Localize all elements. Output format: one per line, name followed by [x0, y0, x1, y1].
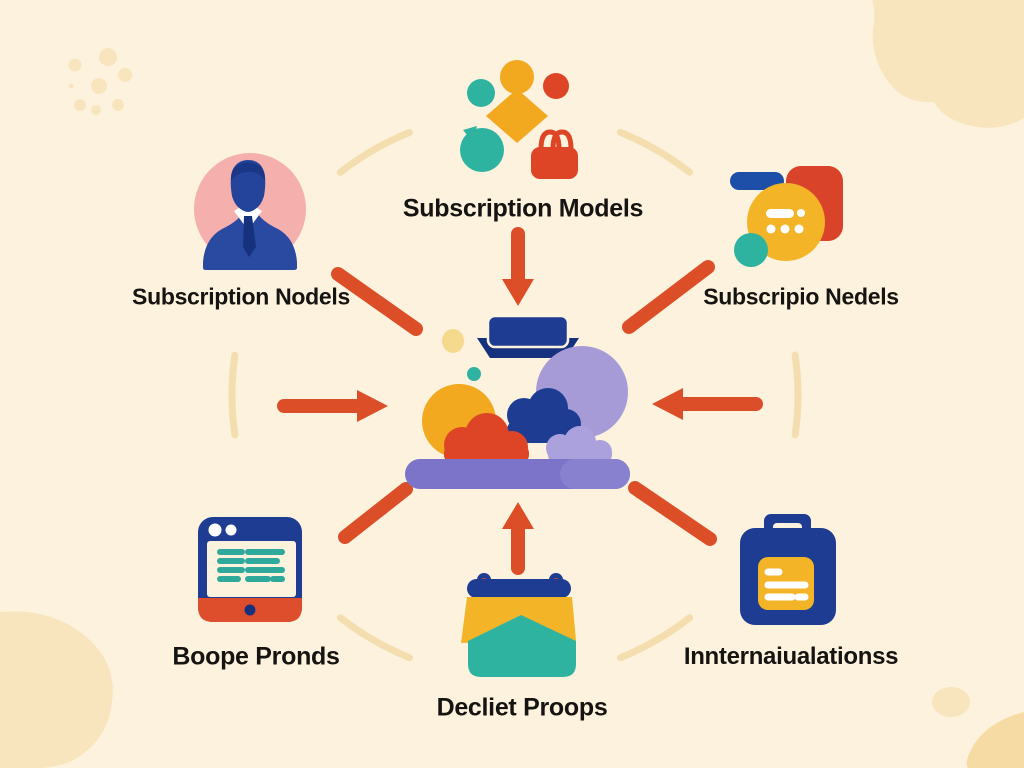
- red-circle-small: [543, 73, 569, 99]
- arrow-bottom-up: [502, 502, 534, 575]
- red-cloud: [444, 413, 529, 463]
- corner-blob-top-right: [872, 0, 1024, 128]
- connector-arrows: [277, 227, 763, 575]
- storage-container-icon: [740, 514, 836, 625]
- speech-bubble: [460, 126, 504, 172]
- blue-pill: [730, 172, 784, 190]
- monitor-shape: [486, 314, 570, 349]
- cloud-base-highlight: [560, 459, 630, 489]
- browser-window-icon: [198, 517, 302, 622]
- screen-text-lines: [217, 549, 285, 582]
- teal-dot: [467, 367, 481, 381]
- node-label-bottom-center: Decliet Proops: [436, 693, 608, 722]
- shopping-bag: [531, 129, 578, 179]
- orbit-arc: [228, 108, 802, 682]
- teal-circle-small: [467, 79, 495, 107]
- person-shape: [486, 60, 548, 143]
- dot-cluster-top-left: [68, 48, 132, 115]
- corner-blob-bottom-right: [966, 712, 1024, 768]
- line-bottom-right: [628, 481, 717, 546]
- teal-circle: [734, 233, 768, 267]
- line-top-left: [331, 267, 423, 336]
- bubble-text-marks: [766, 209, 805, 234]
- yellow-bubble: [747, 183, 825, 261]
- cloud-platform-illustration: [405, 314, 630, 489]
- window-dot-2: [225, 524, 237, 536]
- tie-shape: [243, 216, 256, 257]
- node-label-top-right: Subscripio Nedels: [703, 283, 899, 310]
- people-shopping-icon: [460, 60, 578, 179]
- node-label-top-left: Subscription Nodels: [132, 283, 350, 310]
- node-label-bottom-left: Boope Pronds: [172, 642, 340, 671]
- window-dot-1: [208, 523, 222, 537]
- line-top-right: [622, 260, 715, 334]
- line-bottom-left: [338, 482, 413, 544]
- node-label-bottom-right: Innternaiualationss: [683, 643, 899, 670]
- calendar-top-bar: [467, 579, 571, 598]
- calendar-flap: [468, 615, 576, 677]
- node-label-top-center: Subscription Models: [402, 194, 644, 223]
- arrow-right-left: [652, 388, 763, 420]
- home-button-dot: [244, 604, 256, 616]
- chat-survey-icon: [730, 166, 843, 267]
- hair-shape: [230, 162, 266, 180]
- calendar-bag-icon: [461, 573, 576, 677]
- label-text-lines: [764, 568, 809, 601]
- pale-purple-cloud: [546, 426, 612, 464]
- arrow-left-right: [277, 390, 388, 422]
- arrow-top-down: [502, 227, 534, 306]
- corner-blob-bottom-left: [0, 611, 113, 768]
- businessman-avatar-icon: [194, 153, 306, 270]
- small-blob-bottom-right: [932, 687, 970, 717]
- pale-blob: [442, 329, 464, 353]
